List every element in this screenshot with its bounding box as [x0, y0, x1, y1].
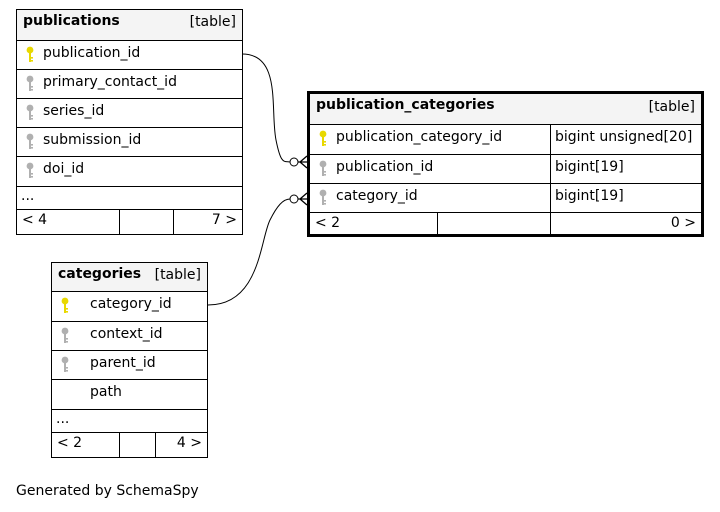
column-name: publication_id	[43, 45, 141, 61]
table-header: publication_categories [table]	[310, 94, 701, 125]
table-name[interactable]: publication_categories	[316, 97, 495, 113]
column-row[interactable]: primary_contact_id	[17, 70, 242, 99]
table-kind: [table]	[648, 99, 695, 115]
table-header: publications [table]	[17, 10, 242, 41]
table-publications[interactable]: publications [table] publication_id prim…	[16, 9, 243, 235]
column-row[interactable]: submission_id	[17, 128, 242, 157]
nav-left[interactable]: < 2	[310, 213, 438, 237]
column-name: doi_id	[43, 161, 85, 177]
foreign-key-icon	[319, 160, 327, 176]
column-name: parent_id	[90, 355, 156, 371]
column-name: publication_category_id	[336, 129, 503, 145]
column-row[interactable]: category_id bigint[19]	[310, 184, 701, 213]
nav-right-label: 4 >	[176, 435, 202, 451]
foreign-key-icon	[61, 327, 69, 343]
nav-left[interactable]: < 4	[17, 210, 120, 234]
column-row[interactable]: parent_id	[52, 351, 207, 380]
table-categories[interactable]: categories [table] category_id context_i…	[51, 262, 208, 458]
foreign-key-icon	[26, 75, 34, 91]
column-row[interactable]: category_id	[52, 292, 207, 322]
column-type: bigint[19]	[555, 159, 624, 175]
column-row[interactable]: publication_category_id bigint unsigned[…	[310, 125, 701, 155]
ellipsis-row[interactable]: ...	[52, 410, 207, 433]
foreign-key-icon	[61, 356, 69, 372]
table-publication-categories[interactable]: publication_categories [table] publicati…	[307, 91, 704, 237]
edge-publication-id	[241, 53, 309, 169]
ellipsis: ...	[21, 188, 35, 204]
nav-left-label: < 4	[22, 212, 48, 228]
foreign-key-icon	[26, 133, 34, 149]
generated-by-footer: Generated by SchemaSpy	[16, 483, 199, 499]
column-type-cell: bigint unsigned[20]	[550, 125, 701, 154]
primary-key-icon	[319, 130, 327, 146]
nav-left-label: < 2	[315, 215, 341, 231]
foreign-key-icon	[26, 104, 34, 120]
column-name: submission_id	[43, 132, 142, 148]
nav-middle	[438, 213, 551, 237]
foreign-key-icon	[26, 162, 34, 178]
nav-right[interactable]: 7 >	[174, 210, 242, 234]
nav-left[interactable]: < 2	[52, 433, 120, 457]
table-kind: [table]	[154, 267, 201, 283]
nav-right-label: 7 >	[211, 212, 237, 228]
column-name: path	[90, 384, 122, 400]
column-name: category_id	[336, 188, 418, 204]
table-kind: [table]	[189, 14, 236, 30]
ellipsis: ...	[56, 411, 70, 427]
column-type-cell: bigint[19]	[550, 184, 701, 212]
column-row[interactable]: publication_id	[17, 41, 242, 70]
column-type: bigint[19]	[555, 188, 624, 204]
column-type: bigint unsigned[20]	[555, 129, 693, 145]
foreign-key-icon	[319, 189, 327, 205]
column-row[interactable]: context_id	[52, 322, 207, 351]
edge-category-id	[207, 192, 309, 306]
column-row[interactable]: doi_id	[17, 157, 242, 187]
nav-row: < 2 4 >	[52, 433, 207, 457]
nav-row: < 2 0 >	[310, 213, 701, 237]
column-name: category_id	[90, 296, 172, 312]
table-header: categories [table]	[52, 263, 207, 292]
table-name[interactable]: categories	[58, 266, 142, 282]
primary-key-icon	[26, 46, 34, 62]
nav-right-label: 0 >	[670, 215, 696, 231]
nav-right[interactable]: 4 >	[156, 433, 207, 457]
column-name: publication_id	[336, 159, 434, 175]
column-name: context_id	[90, 326, 163, 342]
nav-middle	[120, 433, 156, 457]
nav-right[interactable]: 0 >	[551, 213, 701, 237]
primary-key-icon	[61, 297, 69, 313]
column-row[interactable]: series_id	[17, 99, 242, 128]
ellipsis-row[interactable]: ...	[17, 187, 242, 210]
nav-left-label: < 2	[57, 435, 83, 451]
column-type-cell: bigint[19]	[550, 155, 701, 183]
nav-row: < 4 7 >	[17, 210, 242, 234]
column-name: primary_contact_id	[43, 74, 177, 90]
column-row[interactable]: path	[52, 380, 207, 410]
table-name[interactable]: publications	[23, 13, 120, 29]
nav-middle	[120, 210, 174, 234]
column-name: series_id	[43, 103, 105, 119]
column-row[interactable]: publication_id bigint[19]	[310, 155, 701, 184]
